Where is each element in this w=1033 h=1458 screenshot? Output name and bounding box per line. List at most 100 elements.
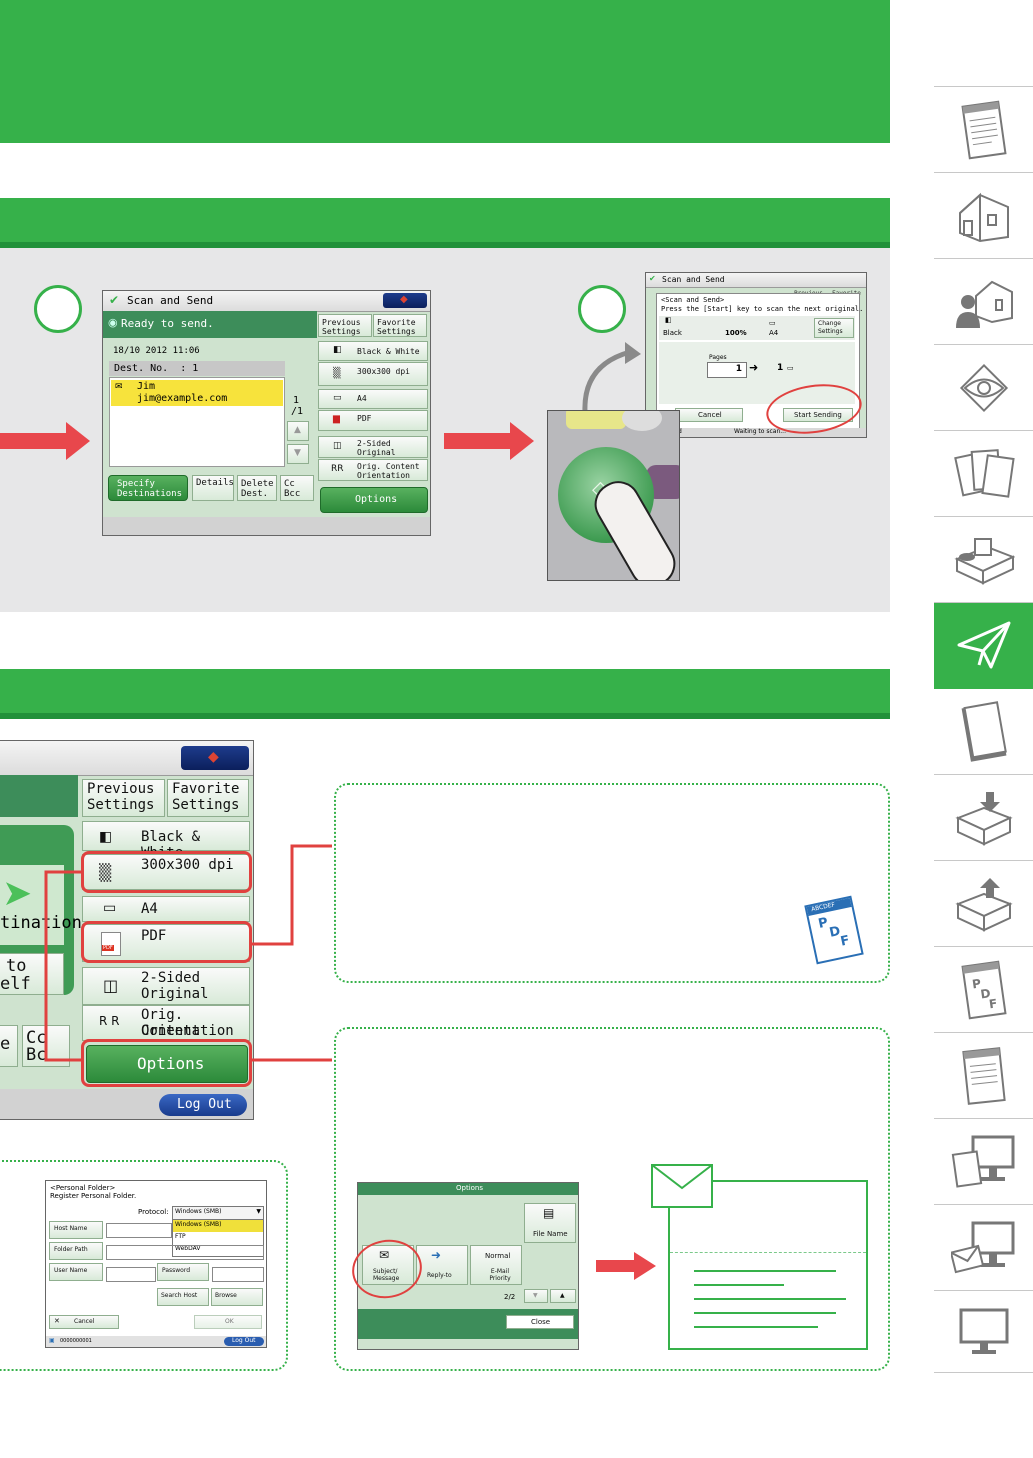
pdf-document-icon: PDF (960, 960, 1007, 1019)
color-mode-button[interactable]: ◧ Black & White (318, 341, 428, 361)
sidebar-tab-document[interactable] (934, 87, 1033, 173)
previous-settings-button[interactable]: Previous Settings (82, 779, 165, 817)
previous-settings-button[interactable]: Previous Settings (318, 314, 372, 337)
two-sided-button[interactable]: ◫2-Sided Original (318, 436, 428, 458)
log-out-label: Log Out (177, 1097, 232, 1112)
close-button[interactable]: Close (506, 1315, 574, 1329)
scroll-down-button[interactable]: ▼ (287, 444, 309, 464)
cancel-button[interactable]: ✕ Cancel (49, 1315, 119, 1329)
page-header-band (0, 0, 890, 143)
to-myself-button[interactable]: to elf (0, 953, 64, 995)
sidebar-tab-forward[interactable] (934, 861, 1033, 947)
color-mode-label: Black & White (357, 347, 420, 356)
inbox-out-icon (954, 877, 1013, 932)
cancel-button[interactable]: Cancel (675, 408, 743, 422)
two-sided-label-1: 2-Sided (141, 970, 201, 986)
step-circle-2 (578, 285, 626, 333)
paper-size-label: A4 (357, 394, 367, 403)
options-button[interactable]: Options (320, 487, 428, 513)
password-button[interactable]: Password (157, 1263, 209, 1281)
protocol-select[interactable]: Windows (SMB) ▼ (172, 1206, 264, 1220)
pages-input[interactable]: 1 (707, 362, 747, 378)
user-name-field[interactable] (106, 1267, 156, 1282)
orientation-button[interactable]: R R Orig. Content Orientation (82, 1005, 250, 1041)
protocol-option[interactable]: WebDAV (173, 1244, 263, 1256)
sidebar-tab-mail-pc[interactable] (934, 1205, 1033, 1291)
email-priority-button[interactable]: Normal E-Mail Priority (470, 1245, 522, 1285)
ok-button[interactable]: OK (194, 1315, 262, 1329)
resolution-button[interactable]: ▒ 300x300 dpi (82, 854, 250, 890)
system-monitor-button[interactable]: ◆ (181, 746, 249, 770)
favorite-settings-button[interactable]: Favorite Settings (373, 314, 427, 337)
cc-bcc-button[interactable]: Cc Bcc (280, 475, 314, 501)
sidebar-tab-remote-ui[interactable] (934, 1119, 1033, 1205)
details-button[interactable]: Details (192, 475, 234, 501)
reply-to-button[interactable]: ➜ Reply-to (416, 1245, 468, 1285)
status-waiting: Waiting to scan... (734, 428, 786, 435)
user-name-button[interactable]: User Name (49, 1263, 103, 1281)
sidebar-tab-user-home[interactable] (934, 259, 1033, 345)
paper-plane-icon (957, 621, 1010, 669)
change-settings-button[interactable]: Change Settings (814, 318, 854, 338)
destination-item[interactable]: ✉ Jim jim@example.com (111, 380, 283, 406)
resolution-label: 300x300 dpi (141, 857, 234, 873)
browse-button[interactable]: Browse (211, 1288, 263, 1306)
pdf-file-icon: PDF (101, 932, 121, 956)
scroll-up-button[interactable]: ▲ (287, 421, 309, 441)
log-out-button[interactable]: Log Out (159, 1094, 247, 1116)
specify-destination-partial[interactable]: tination (0, 913, 82, 933)
paper-icon: ▭ (103, 900, 117, 916)
sidebar-tab-home[interactable] (934, 173, 1033, 259)
arrow-right-icon (444, 422, 534, 460)
chevron-down-icon: ▼ (256, 1208, 261, 1215)
cube-icon: ◆ (400, 294, 408, 305)
subject-message-button[interactable]: ✉ Subject/ Message (362, 1245, 414, 1285)
priority-label: E-Mail Priority (489, 1268, 511, 1282)
folder-path-button[interactable]: Folder Path (49, 1242, 103, 1260)
envelope-icon (651, 1164, 713, 1208)
system-monitor-button[interactable]: ◆ (383, 293, 427, 308)
host-name-field[interactable] (106, 1223, 172, 1238)
page-down-button[interactable]: ▼ (524, 1289, 548, 1303)
sidebar-tab-edit[interactable] (934, 1033, 1033, 1119)
file-name-button[interactable]: ▤ File Name (524, 1203, 576, 1243)
delete-partial-button[interactable]: e (0, 1025, 18, 1067)
file-format-button[interactable]: ▆PDF (318, 410, 428, 431)
specify-destinations-label: Specify Destinations (117, 479, 183, 499)
sidebar-tab-pc[interactable] (934, 1291, 1033, 1373)
options-button[interactable]: Options (86, 1045, 248, 1083)
page-up-button[interactable]: ▲ (550, 1289, 576, 1303)
file-format-highlight (81, 921, 252, 963)
sidebar-tab-scan-send-active[interactable] (934, 603, 1033, 689)
enlarged-status-bar (0, 775, 78, 817)
two-sided-button[interactable]: ◫ 2-Sided Original (82, 967, 250, 1005)
sidebar-tab-fax[interactable] (934, 517, 1033, 603)
start-sending-button[interactable]: Start Sending (783, 408, 853, 422)
resolution-button[interactable]: ▒300x300 dpi (318, 362, 428, 386)
color-mode-button[interactable]: ◧ Black & White (82, 821, 250, 861)
file-format-button[interactable]: PDF PDF (82, 924, 250, 962)
search-host-button[interactable]: Search Host (157, 1288, 209, 1306)
protocol-option[interactable]: FTP (173, 1232, 263, 1244)
sidebar-tab-address-book[interactable] (934, 689, 1033, 775)
color-mode-icon: ◧ (333, 345, 342, 355)
paper-size-button[interactable]: ▭A4 (318, 389, 428, 409)
password-field[interactable] (212, 1267, 264, 1282)
options-label: Options (137, 1054, 205, 1073)
user-icon: ▣ (49, 1337, 55, 1344)
pages-label: Pages (709, 354, 727, 361)
favorite-settings-button[interactable]: Favorite Settings (167, 779, 249, 817)
folder-path-field[interactable] (106, 1245, 264, 1260)
status-bar: ◉ Ready to send. (103, 311, 317, 338)
specify-destinations-button[interactable]: Specify Destinations (108, 475, 188, 501)
protocol-option[interactable]: Windows (SMB) (173, 1220, 263, 1232)
host-name-button[interactable]: Host Name (49, 1221, 103, 1239)
log-out-button[interactable]: Log Out (224, 1337, 264, 1346)
sidebar-tab-receive[interactable] (934, 775, 1033, 861)
sidebar-tab-copy[interactable] (934, 431, 1033, 517)
sidebar-tab-view[interactable] (934, 345, 1033, 431)
delete-dest-button[interactable]: Delete Dest. (237, 475, 277, 501)
host-name-label: Host Name (54, 1225, 88, 1232)
